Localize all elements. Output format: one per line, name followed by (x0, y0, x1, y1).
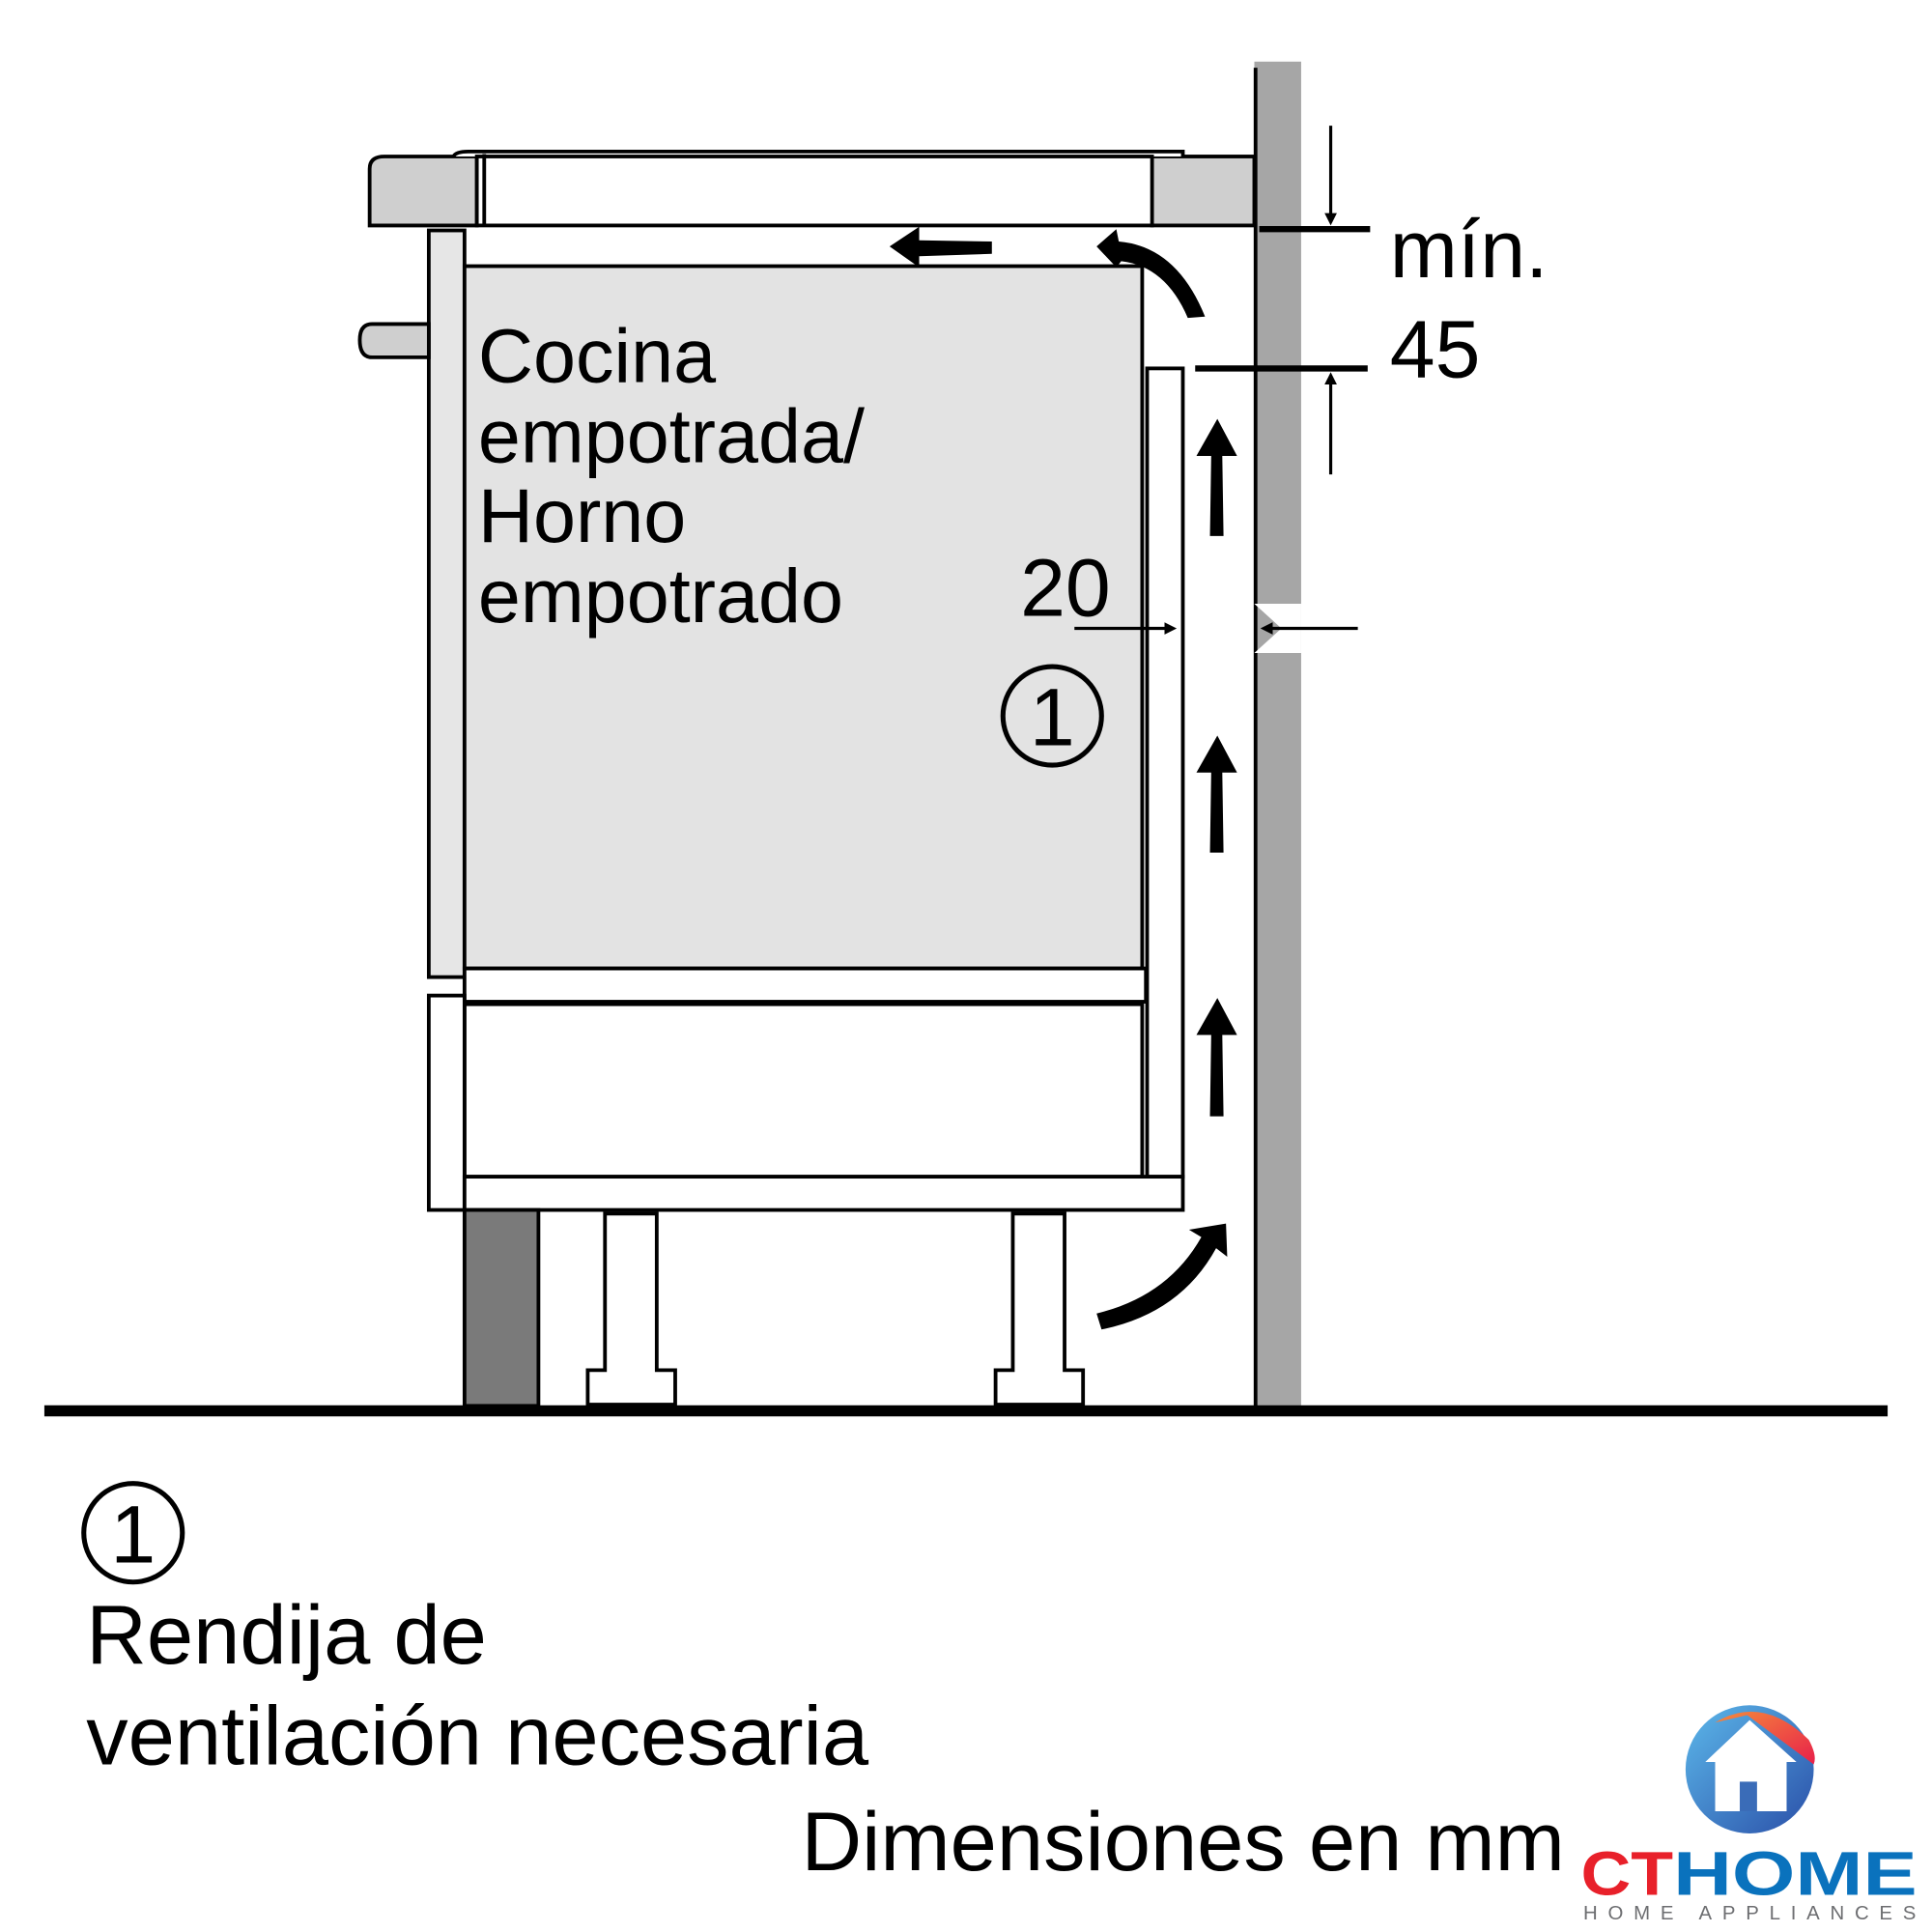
cabinet-back-panel (1145, 366, 1185, 1179)
drawer-body (462, 1002, 1145, 1179)
min-label: mín. (1390, 204, 1548, 295)
wall-gap-notch (1254, 604, 1301, 654)
cabinet-leg (585, 1211, 677, 1406)
airflow-arrows (889, 226, 1237, 1330)
appliance-label-line: empotrada/ (478, 392, 865, 478)
callout-number: 1 (1030, 672, 1075, 763)
logo-tagline: HOME APPLIANCES (1583, 1903, 1916, 1924)
cabinet-base (462, 1175, 1185, 1212)
legend-circle (81, 1481, 185, 1585)
units-note: Dimensiones en mm (802, 1795, 1565, 1889)
legend-number: 1 (110, 1489, 156, 1579)
cabinet-shelf (462, 966, 1149, 1004)
oven-handle (357, 322, 431, 359)
callout-circle (1000, 664, 1104, 768)
dimension-min-45 (1195, 126, 1371, 475)
logo-brand-ct: CT (1580, 1839, 1673, 1909)
plinth (462, 1208, 541, 1408)
legend-text: ventilación necesaria (86, 1690, 869, 1783)
logo-brand-home: HOME (1673, 1839, 1918, 1909)
cabinet-front-panel (426, 228, 467, 980)
house-icon (1705, 1719, 1797, 1811)
curved-arrow-icon (1096, 229, 1206, 319)
arrow-left-icon (889, 226, 992, 268)
arrow-up-icon (1196, 418, 1237, 536)
arrow-up-icon (1196, 735, 1237, 853)
drawer-front (426, 993, 467, 1212)
cabinet (357, 228, 1185, 1408)
countertop (367, 155, 1257, 228)
min-value: 45 (1390, 303, 1481, 394)
gap-dimension-label: 20 (1020, 543, 1111, 634)
arrow-up-icon (1196, 998, 1237, 1117)
appliance-label-line: Cocina (478, 312, 716, 398)
cabinet-leg (993, 1211, 1086, 1406)
cthome-logo: CT HOME HOME APPLIANCES (1580, 1705, 1918, 1924)
legend-text: Rendija de (86, 1588, 487, 1682)
appliance-label-line: Horno (478, 472, 686, 558)
hob (451, 149, 1185, 228)
curved-arrow-icon (1096, 1223, 1228, 1330)
wall (1253, 61, 1301, 1407)
appliance-label-line: empotrado (478, 553, 843, 639)
